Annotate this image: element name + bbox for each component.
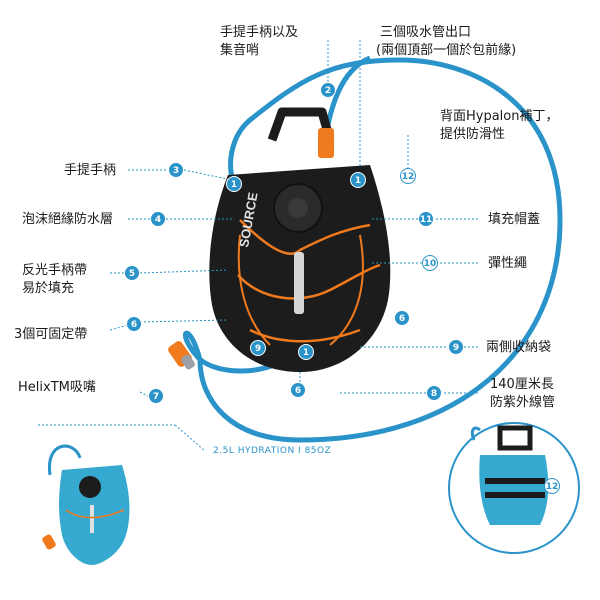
label-top-handle-2: 集音哨 (220, 43, 260, 58)
badge-9-bag: 9 (250, 340, 266, 356)
label-outlets-2: (兩個頂部一個於包前緣) (376, 43, 517, 58)
badge-12: 12 (400, 168, 416, 184)
thumbnail-front-blue (42, 444, 130, 565)
badge-4: 4 (150, 211, 166, 227)
label-back-patch-2: 提供防滑性 (440, 127, 506, 142)
badge-11: 11 (418, 211, 434, 227)
badge-7: 7 (148, 388, 164, 404)
drink-tube (182, 57, 563, 443)
badge-3: 3 (168, 162, 184, 178)
label-handle: 手提手柄 (64, 163, 117, 178)
label-reflective: 反光手柄帶 (22, 263, 88, 278)
label-tube-2: 防紫外線管 (490, 395, 556, 410)
badge-8: 8 (426, 385, 442, 401)
badge-1-left: 1 (226, 176, 242, 192)
badge-6-bottom: 6 (290, 382, 306, 398)
leader-lines (38, 40, 478, 452)
mouthpiece-illustration (168, 341, 195, 370)
label-back-patch: 背面Hypalon補丁， (440, 109, 559, 124)
label-outlets: 三個吸水管出口 (380, 25, 472, 40)
badge-5: 5 (124, 265, 140, 281)
badge-10: 10 (422, 255, 438, 271)
label-fill-cap: 填充帽蓋 (488, 212, 541, 227)
label-mouthpiece: HelixTM吸嘴 (18, 380, 96, 395)
badge-1-right: 1 (350, 172, 366, 188)
label-tube: 140厘米長 (490, 377, 554, 392)
top-valve (318, 128, 334, 158)
label-bungee: 彈性繩 (488, 256, 528, 271)
label-reflective-2: 易於填充 (22, 281, 75, 296)
badge-6-left: 6 (126, 316, 142, 332)
reflective-strip (294, 252, 304, 314)
badge-1-bottom: 1 (298, 344, 314, 360)
label-foam: 泡沫絕緣防水層 (22, 212, 114, 227)
badge-12-thumb: 12 (544, 478, 560, 494)
label-straps: 3個可固定帶 (14, 327, 88, 342)
label-side-pockets: 兩側收納袋 (486, 340, 552, 355)
badge-6-right: 6 (394, 310, 410, 326)
badge-2: 2 (320, 82, 336, 98)
badge-9-right: 9 (448, 339, 464, 355)
thumbnail-back-view (448, 422, 580, 554)
label-top-handle: 手提手柄以及 (220, 25, 299, 40)
top-handle-shape (267, 107, 335, 142)
bag-outline-orange (237, 234, 364, 346)
capacity-caption: 2.5L HYDRATION I 85OZ (213, 446, 332, 456)
